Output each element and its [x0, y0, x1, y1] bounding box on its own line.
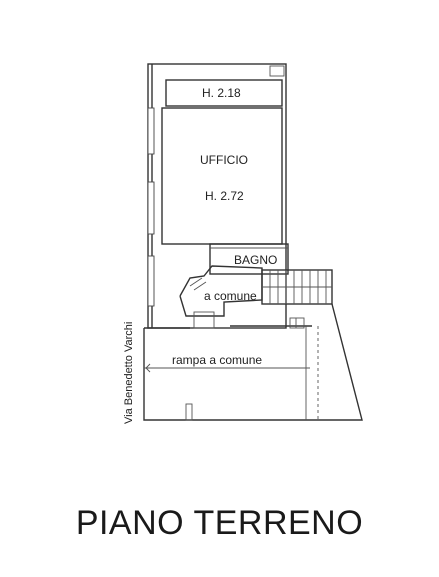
label-office: UFFICIO: [200, 153, 248, 167]
staircase: [261, 269, 333, 305]
floor-title: PIANO TERRENO: [75, 504, 364, 542]
label-ramp: rampa a comune: [172, 353, 262, 367]
label-bathroom: BAGNO: [234, 253, 277, 267]
left-windows: [147, 107, 155, 307]
ramp-area: [143, 303, 363, 421]
label-common-area: a comune: [204, 289, 257, 303]
label-office-height: H. 2.72: [205, 189, 244, 203]
label-top-height: H. 2.18: [202, 86, 241, 100]
label-street: Via Benedetto Varchi: [123, 322, 135, 424]
